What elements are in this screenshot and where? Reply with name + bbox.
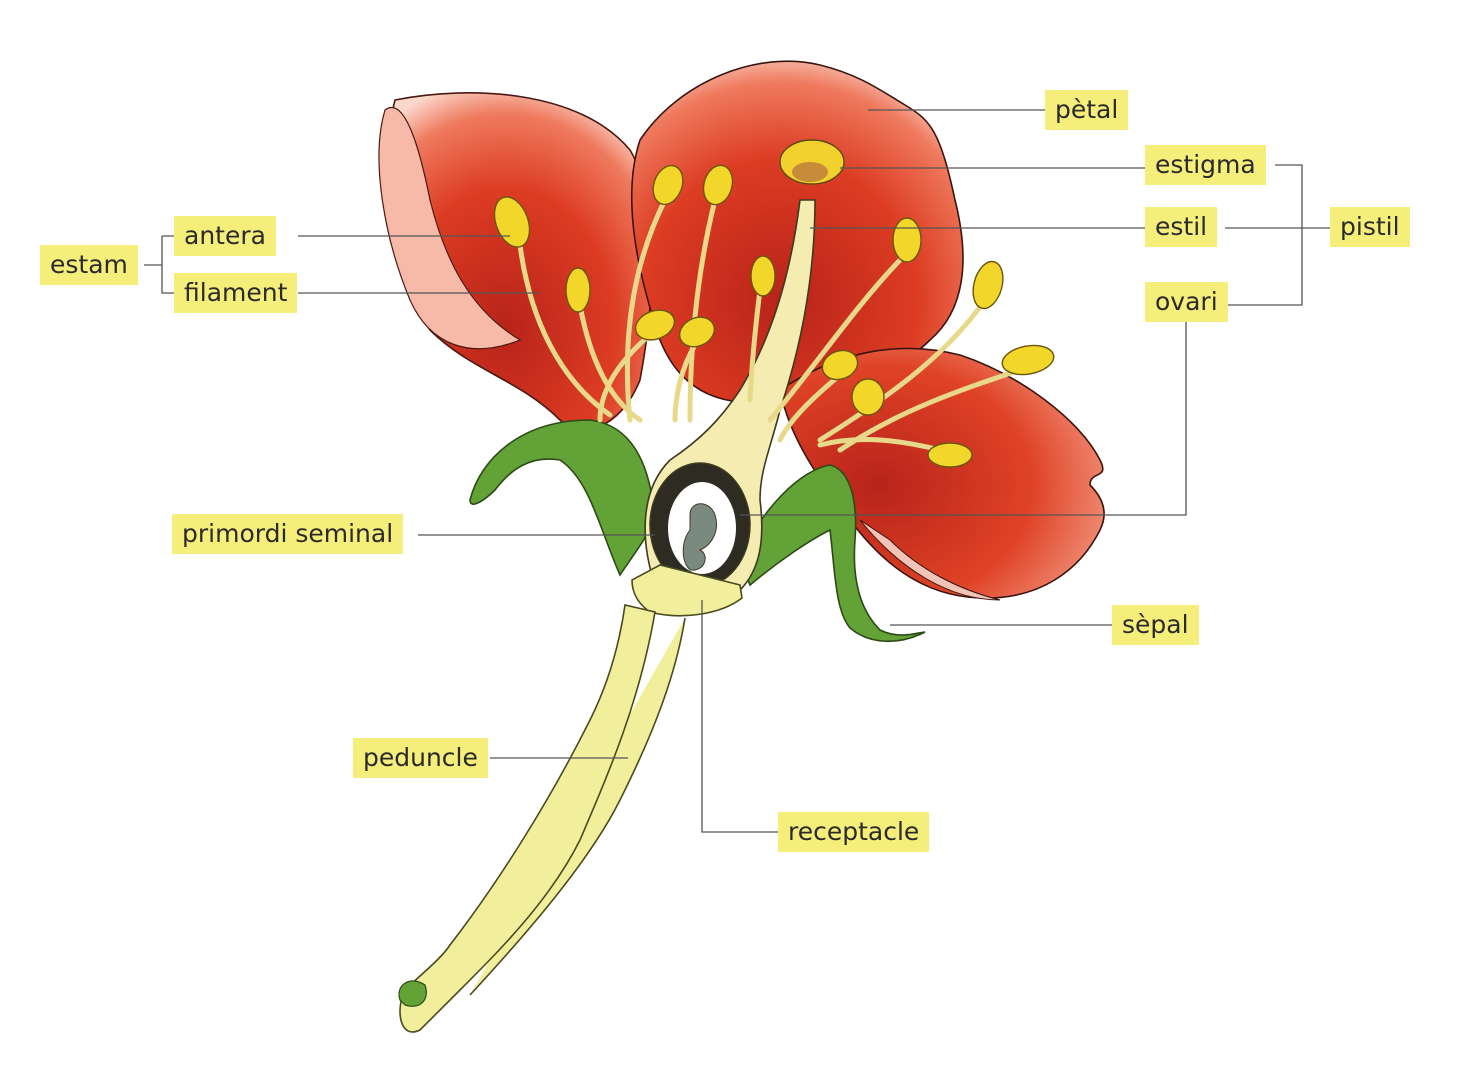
label-receptacle: receptacle xyxy=(778,812,930,852)
receptacle-shape xyxy=(631,564,743,617)
petal-right-edge xyxy=(859,519,1001,601)
leader-lines xyxy=(144,109,1330,833)
filaments xyxy=(517,197,1023,453)
label-stigma: estigma xyxy=(1145,145,1266,185)
label-anther: antera xyxy=(174,216,276,256)
stem-base-bud xyxy=(398,980,427,1007)
sepal-right xyxy=(739,464,926,643)
ovule-shape xyxy=(682,503,717,571)
label-petal: pètal xyxy=(1045,90,1129,130)
sepal-left xyxy=(469,419,656,577)
peduncle-shape xyxy=(399,604,686,1033)
anthers xyxy=(493,164,1055,468)
label-ovule: primordi seminal xyxy=(172,514,404,554)
label-stamen: estam xyxy=(40,245,138,285)
label-pistil: pistil xyxy=(1330,207,1410,247)
label-style: estil xyxy=(1145,207,1218,247)
label-peduncle: peduncle xyxy=(353,738,488,778)
petal-left-fold xyxy=(378,107,522,350)
label-filament: filament xyxy=(174,273,298,313)
stigma-center xyxy=(792,162,828,182)
label-sepal: sèpal xyxy=(1112,605,1199,645)
label-ovary: ovari xyxy=(1145,282,1228,322)
